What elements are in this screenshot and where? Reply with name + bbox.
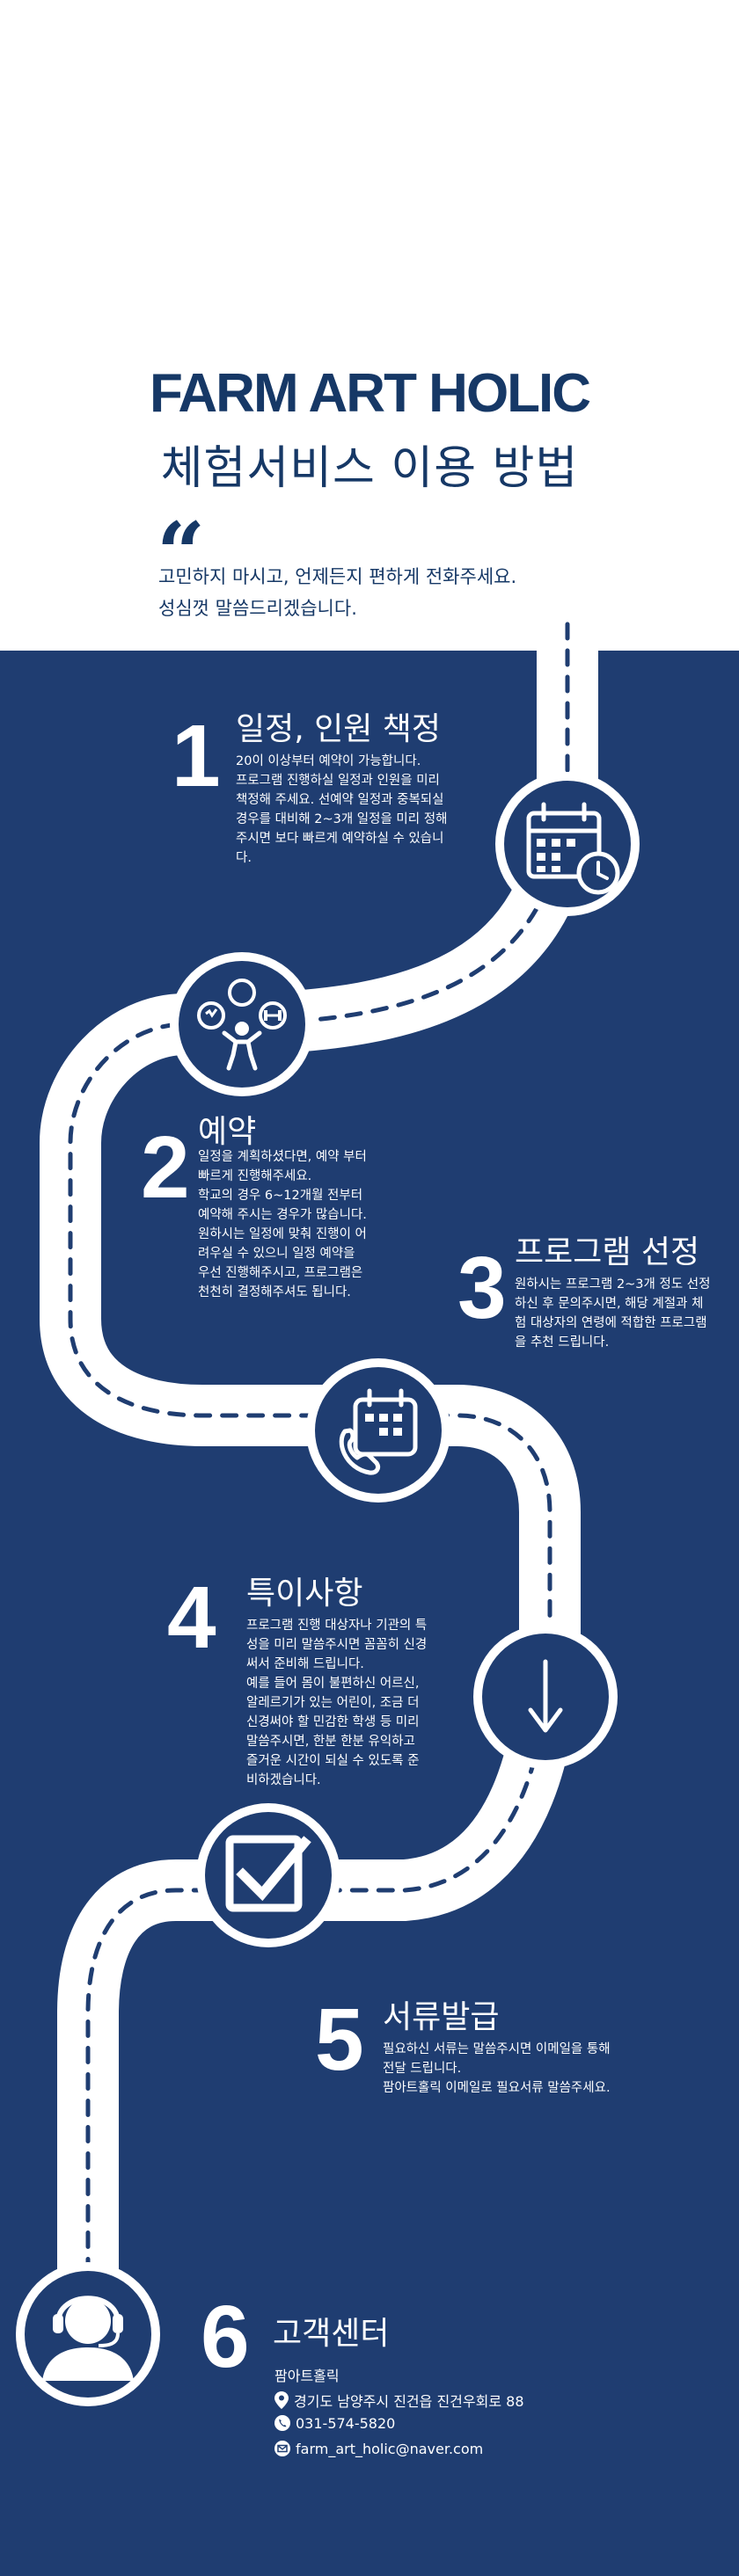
fitness-person-icon [170,952,314,1096]
step-3-line: 을 추천 드립니다. [515,1335,610,1350]
contact-email-row[interactable]: farm_art_holic@naver.com [274,2441,483,2457]
phone-icon [274,2415,290,2431]
calendar-phone-icon [306,1358,450,1503]
step-1-line: 프로그램 진행하실 일정과 인원을 미리 [236,774,440,788]
contact-phone-row[interactable]: 031-574-5820 [274,2415,395,2432]
contact-email[interactable]: farm_art_holic@naver.com [296,2441,484,2457]
steps-section [0,651,739,2576]
contact-address: 경기도 남양주시 진건읍 진건우회로 88 [294,2393,524,2410]
contact-name: 팜아트홀릭 [274,2368,340,2384]
step-4-line: 즐거운 시간이 되실 수 있도록 준 [246,1754,420,1768]
intro-text: 고민하지 마시고, 언제든지 편하게 전화주세요. 성심껏 말씀드리겠습니다. [158,561,651,624]
step-4-body: 프로그램 진행 대상자나 기관의 특 성을 미리 말씀주시면 꼼꼼히 신경 써서… [246,1616,427,1790]
email-icon [274,2441,290,2456]
step-5-number: 5 [315,1990,364,2089]
step-2-number: 2 [141,1118,190,1217]
step-4-heading: 특이사항 [246,1575,363,1612]
step-5-line: 필요하신 서류는 말씀주시면 이메일을 통해 [383,2042,611,2056]
step-4-line: 예를 들어 몸이 불편하신 어르신, [246,1677,420,1691]
header-section [0,0,739,651]
step-3-body: 원하시는 프로그램 2~3개 정도 선정 하신 후 문의주시면, 해당 계절과 … [515,1275,710,1352]
step-2-body: 일정을 계획하셨다면, 예약 부터 빠르게 진행해주세요. 학교의 경우 6~1… [198,1147,367,1302]
step-5-heading: 서류발급 [383,1999,500,2035]
step-1-heading: 일정, 인원 책정 [236,711,442,747]
step-3-line: 험 대상자의 연령에 적합한 프로그램 [515,1316,707,1330]
step-4-line: 비하겠습니다. [246,1773,321,1787]
step-1-line: 경우를 대비해 2~3개 일정을 미리 정해 [236,812,448,826]
step-3-line: 하신 후 문의주시면, 해당 계절과 체 [515,1297,704,1311]
step-2-line: 학교의 경우 6~12개월 전부터 [198,1189,363,1203]
step-4-line: 성을 미리 말씀주시면 꼼꼼히 신경 [246,1638,428,1652]
step-4-line: 알레르기가 있는 어린이, 조금 더 [246,1696,420,1710]
contact-phone[interactable]: 031-574-5820 [296,2415,396,2432]
step-1-line: 20이 이상부터 예약이 가능합니다. [236,754,421,768]
arrow-down-icon [473,1625,618,1769]
step-2-line: 천천히 결정해주셔도 됩니다. [198,1285,351,1299]
step-5-line: 전달 드립니다. [383,2062,462,2076]
calendar-clock-icon [495,772,640,916]
location-pin-icon [274,2391,289,2409]
step-4-line: 신경써야 할 민감한 학생 등 미리 [246,1715,420,1729]
step-6-heading: 고객센터 [273,2316,390,2352]
step-2-line: 우선 진행해주시고, 프로그램은 [198,1266,363,1280]
checkbox-icon [196,1803,340,1947]
step-4-line: 말씀주시면, 한분 한분 유익하고 [246,1735,415,1749]
step-4-line: 프로그램 진행 대상자나 기관의 특 [246,1619,428,1633]
step-1-line: 주시면 보다 빠르게 예약하실 수 있습니 [236,832,444,846]
step-3-line: 원하시는 프로그램 2~3개 정도 선정 [515,1277,711,1292]
page-title: FARM ART HOLIC [149,363,591,424]
contact-address-row: 경기도 남양주시 진건읍 진건우회로 88 [274,2390,524,2411]
step-4-number: 4 [167,1568,216,1667]
step-1-body: 20이 이상부터 예약이 가능합니다. 프로그램 진행하실 일정과 인원을 미리… [236,752,447,868]
step-1-number: 1 [172,707,221,805]
step-2-line: 일정을 계획하셨다면, 예약 부터 [198,1150,367,1164]
step-4-line: 써서 준비해 드립니다. [246,1657,364,1671]
step-6-number: 6 [201,2288,250,2386]
step-2-heading: 예약 [198,1114,257,1150]
step-3-heading: 프로그램 선정 [515,1234,700,1270]
step-2-line: 빠르게 진행해주세요. [198,1169,312,1183]
intro-line: 고민하지 마시고, 언제든지 편하게 전화주세요. [158,566,517,587]
step-1-line: 다. [236,851,252,865]
step-5-line: 팜아트홀릭 이메일로 필요서류 말씀주세요. [383,2081,611,2095]
headset-agent-icon [16,2262,160,2406]
quote-icon: “ [157,504,206,603]
step-5-body: 필요하신 서류는 말씀주시면 이메일을 통해 전달 드립니다. 팜아트홀릭 이메… [383,2040,611,2098]
step-2-line: 려우실 수 있으니 일정 예약을 [198,1247,355,1261]
page-subtitle: 체험서비스 이용 방법 [160,442,579,495]
step-3-number: 3 [457,1239,507,1337]
step-2-line: 예약해 주시는 경우가 많습니다. [198,1208,367,1222]
step-1-line: 책정해 주세요. 선예약 일정과 중복되실 [236,793,444,807]
intro-line: 성심껏 말씀드리겠습니다. [158,598,357,619]
step-2-line: 원하시는 일정에 맞춰 진행이 어 [198,1227,367,1241]
